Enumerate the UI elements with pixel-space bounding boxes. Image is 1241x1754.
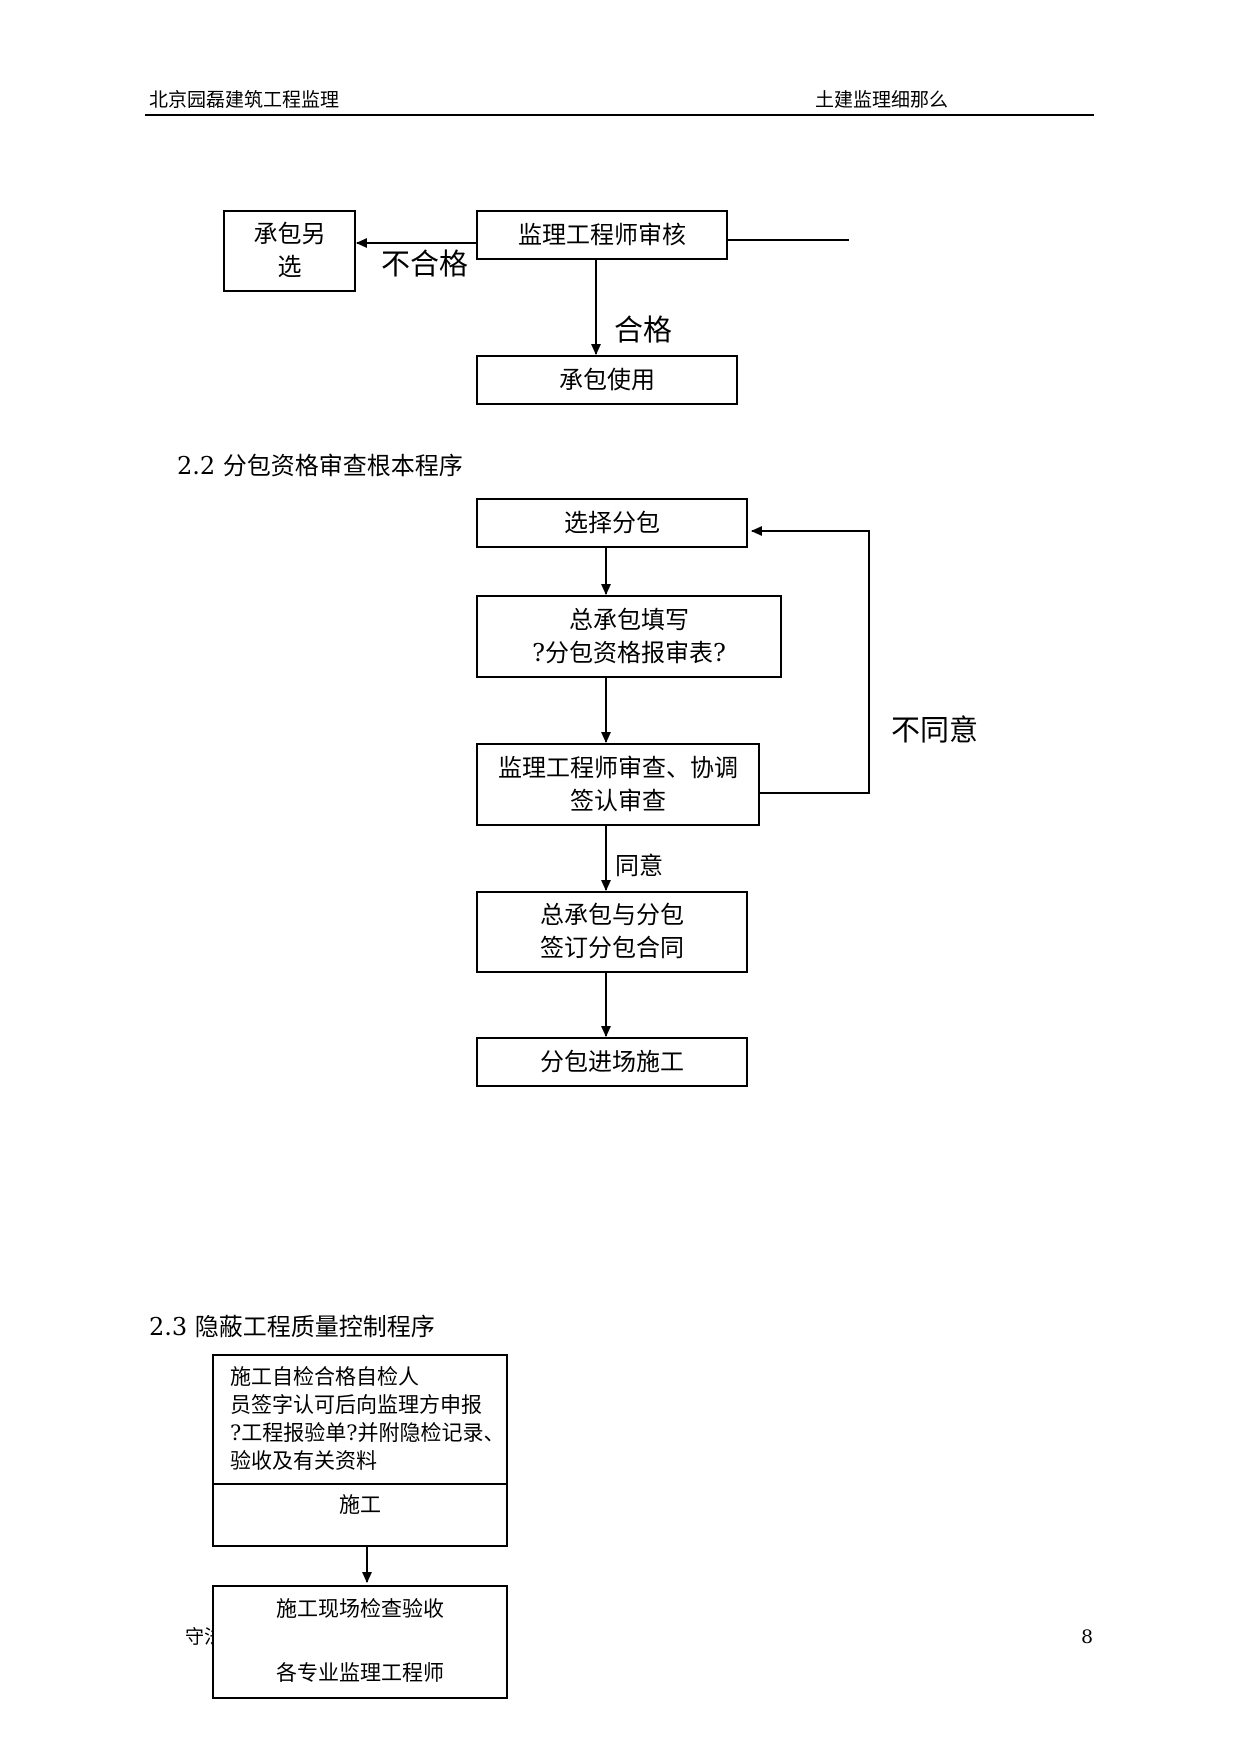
box-report-line-1: 施工自检合格自检人 — [230, 1365, 419, 1389]
box-enter-text: 分包进场施工 — [540, 1047, 684, 1076]
box-engineer-review: 监理工程师审核 — [476, 210, 728, 260]
label-agree: 同意 — [615, 852, 663, 880]
page-number: 8 — [1081, 1626, 1094, 1648]
header-rule — [145, 114, 1094, 116]
header-left-text: 北京园磊建筑工程监理 — [149, 89, 340, 111]
label-fail: 不合格 — [381, 247, 469, 281]
box-inspect-line-2: 各专业监理工程师 — [276, 1661, 444, 1685]
box-self-check-report: 施工自检合格自检人 员签字认可后向监理方申报 ?工程报验单?并附隐检记录、 验收… — [212, 1354, 508, 1485]
box-contractor-use-text: 承包使用 — [559, 365, 655, 394]
box-site-inspection: 施工现场检查验收 各专业监理工程师 — [212, 1585, 508, 1699]
box-report-line-2: 员签字认可后向监理方申报 — [230, 1393, 482, 1417]
label-pass: 合格 — [614, 313, 673, 347]
label-disagree: 不同意 — [891, 713, 979, 747]
box-select-subcontractor: 选择分包 — [476, 498, 748, 548]
box-contract-line-1: 总承包与分包 — [540, 901, 684, 929]
box-alternate-line-1: 承包另 — [253, 220, 326, 248]
box-fill-line-2: ?分包资格报审表? — [532, 638, 726, 667]
box-alternate-line-2: 选 — [277, 253, 302, 281]
box-engineer-review-text: 监理工程师审核 — [518, 220, 686, 249]
box-contract-line-2: 签订分包合同 — [540, 934, 684, 962]
box-subcontractor-enter-site: 分包进场施工 — [476, 1037, 748, 1087]
box-select-text: 选择分包 — [564, 508, 660, 537]
box-engineer-review-sign: 监理工程师审查、协调 签认审查 — [476, 743, 760, 826]
box-alternate-contractor: 承包另 选 — [223, 210, 356, 292]
header-right-text: 土建监理细那么 — [815, 89, 949, 111]
box-fill-qualification-form: 总承包填写 ?分包资格报审表? — [476, 595, 782, 678]
section-2-2-title: 2.2 分包资格审查根本程序 — [177, 452, 463, 480]
box-construction-text: 施工 — [339, 1493, 381, 1517]
box-review-line-2: 签认审查 — [570, 786, 666, 815]
box-sign-subcontract: 总承包与分包 签订分包合同 — [476, 891, 748, 973]
box-fill-line-1: 总承包填写 — [569, 605, 689, 634]
box-review-line-1: 监理工程师审查、协调 — [498, 753, 738, 782]
box-inspect-line-1: 施工现场检查验收 — [276, 1597, 444, 1621]
arrow-disagree-loop — [751, 526, 870, 794]
section-2-3-title: 2.3 隐蔽工程质量控制程序 — [149, 1313, 435, 1341]
box-construction: 施工 — [212, 1483, 508, 1547]
box-contractor-use: 承包使用 — [476, 355, 738, 405]
box-report-line-3: ?工程报验单?并附隐检记录、 — [230, 1421, 505, 1445]
box-report-line-4: 验收及有关资料 — [230, 1449, 377, 1473]
